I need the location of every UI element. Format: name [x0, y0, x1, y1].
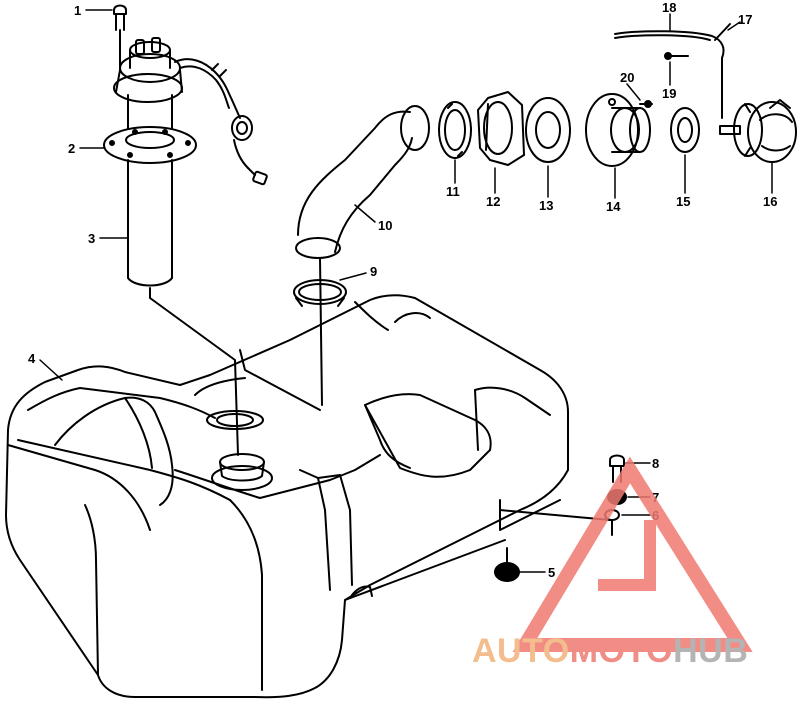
callout-4: 4 [28, 351, 36, 366]
callout-2: 2 [68, 141, 75, 156]
watermark-moto: MOTO [570, 632, 673, 670]
filler-hose [293, 105, 430, 406]
watermark-text: AUTOMOTOHUB [472, 632, 748, 670]
callout-15: 15 [676, 194, 690, 209]
callout-8: 8 [652, 456, 659, 471]
callout-13: 13 [539, 198, 553, 213]
callout-5: 5 [548, 565, 555, 580]
callout-20: 20 [620, 70, 634, 85]
callout-numbers: 1 2 3 4 5 6 7 8 9 10 11 12 13 14 15 16 1… [28, 0, 777, 580]
callout-7: 7 [652, 490, 659, 505]
watermark-triangle-logo [512, 456, 753, 652]
automotohub-watermark: AUTOMOTOHUB [472, 456, 753, 670]
callout-3: 3 [88, 231, 95, 246]
watermark-auto: AUTO [472, 632, 570, 670]
callout-11: 11 [446, 184, 460, 199]
callout-16: 16 [763, 194, 777, 209]
callout-10: 10 [378, 218, 392, 233]
leader-lines [39, 9, 773, 573]
callout-9: 9 [370, 264, 377, 279]
watermark-hub: HUB [673, 632, 748, 670]
callout-12: 12 [486, 194, 500, 209]
callout-17: 17 [738, 12, 752, 27]
callout-19: 19 [662, 86, 676, 101]
callout-14: 14 [606, 199, 621, 214]
callout-1: 1 [74, 3, 81, 18]
fuel-tank [5, 294, 569, 699]
filler-neck-assembly [438, 23, 797, 167]
fuel-sender-unit [103, 4, 268, 456]
callout-18: 18 [662, 0, 676, 15]
